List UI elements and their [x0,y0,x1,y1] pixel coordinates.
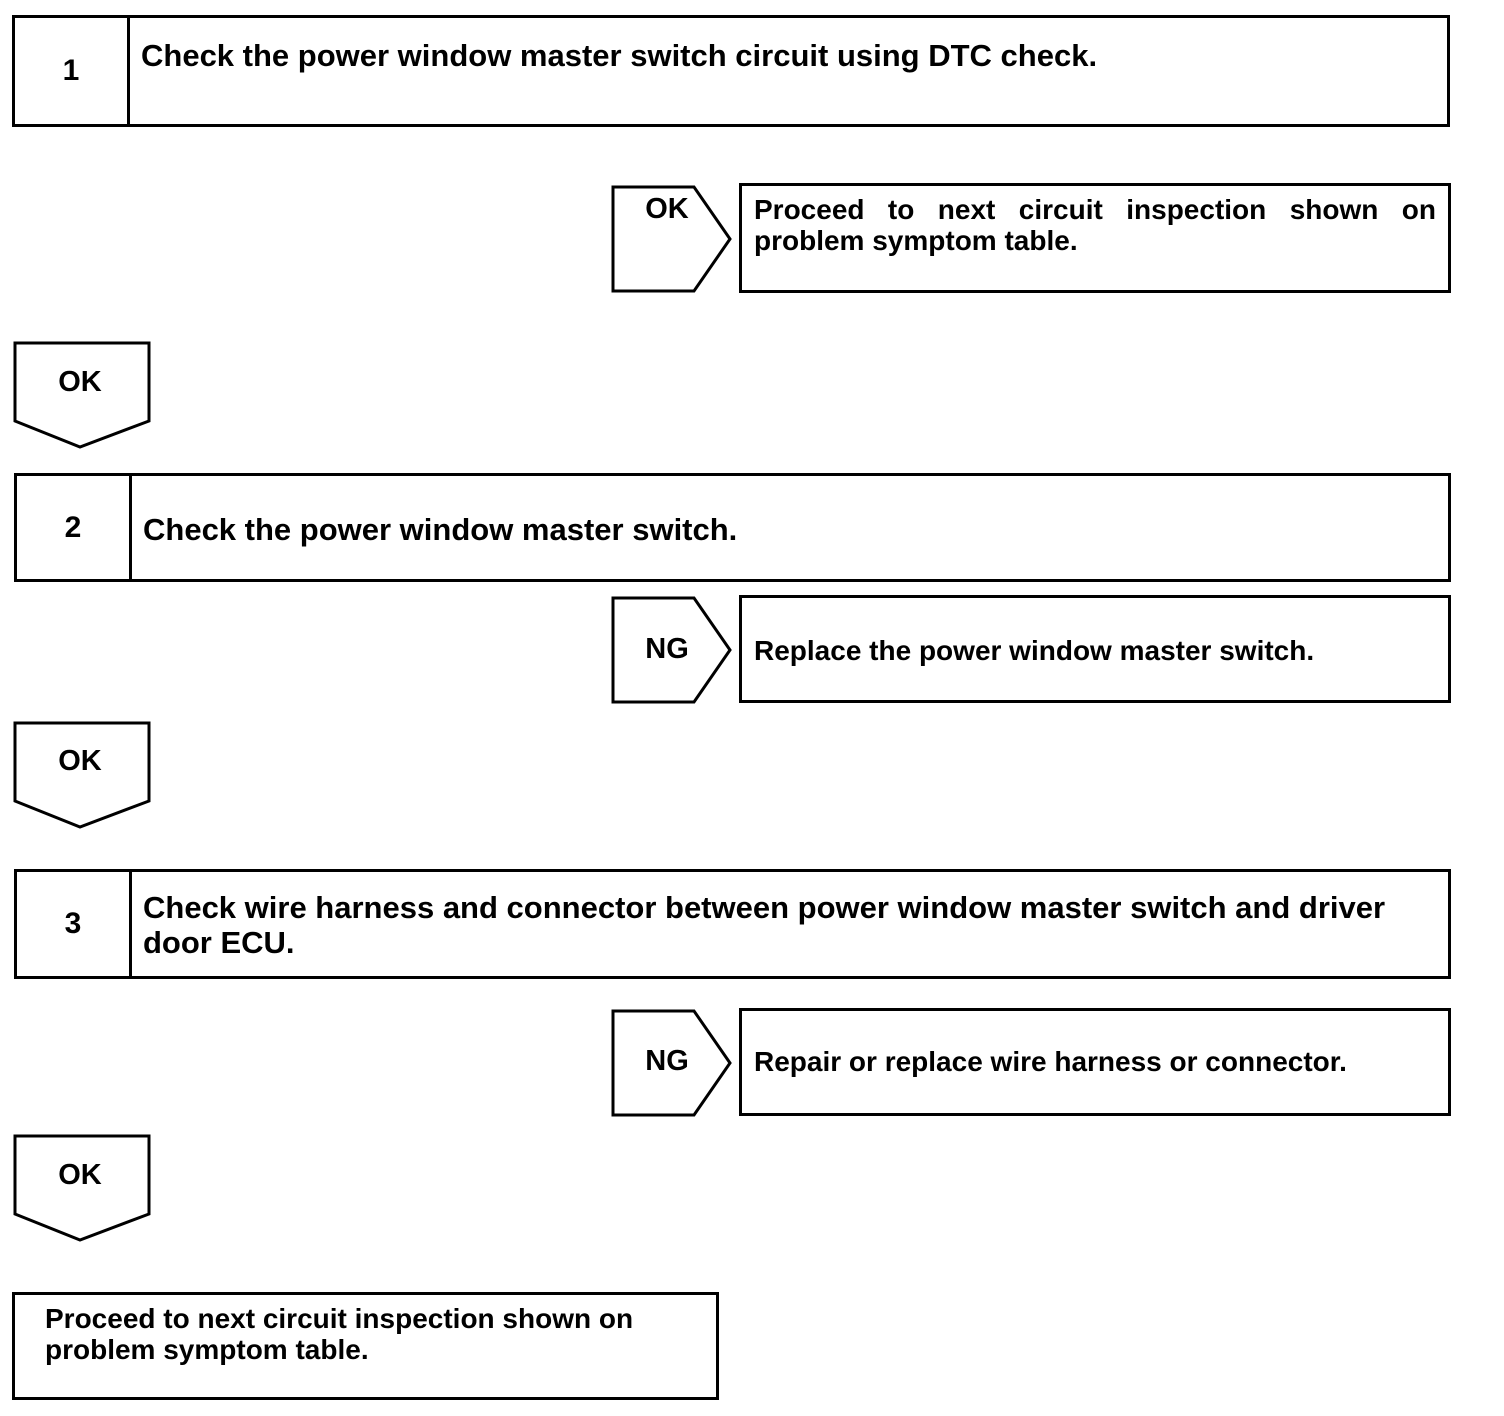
step-2-number: 2 [17,476,132,579]
branch-3-label: NG [645,1045,689,1077]
step-3-box: 3 Check wire harness and connector betwe… [14,869,1451,979]
step-2-text: Check the power window master switch. [143,512,738,547]
branch-3-arrow [611,1009,732,1117]
branch-2-arrow [611,596,732,704]
down-arrow-2 [13,721,151,829]
branch-2-result: Replace the power window master switch. [739,595,1451,703]
branch-1-label: OK [645,193,689,225]
down-arrow-1-label: OK [58,366,102,398]
down-arrow-3 [13,1134,151,1242]
step-1-text: Check the power window master switch cir… [141,38,1098,73]
down-arrow-3-label: OK [58,1159,102,1191]
step-1-box: 1 Check the power window master switch c… [12,15,1450,127]
branch-1-arrow [611,185,732,293]
down-arrow-2-label: OK [58,745,102,777]
step-3-number: 3 [17,872,132,976]
final-result-box: Proceed to next circuit inspection shown… [12,1292,719,1400]
branch-3-result: Repair or replace wire harness or connec… [739,1008,1451,1116]
step-3-text: Check wire harness and connector between… [143,890,1386,960]
branch-2-label: NG [645,633,689,665]
step-2-box: 2 Check the power window master switch. [14,473,1451,582]
step-1-number: 1 [15,18,130,124]
down-arrow-1 [13,341,151,449]
branch-1-result: Proceed to next circuit inspection shown… [739,183,1451,293]
